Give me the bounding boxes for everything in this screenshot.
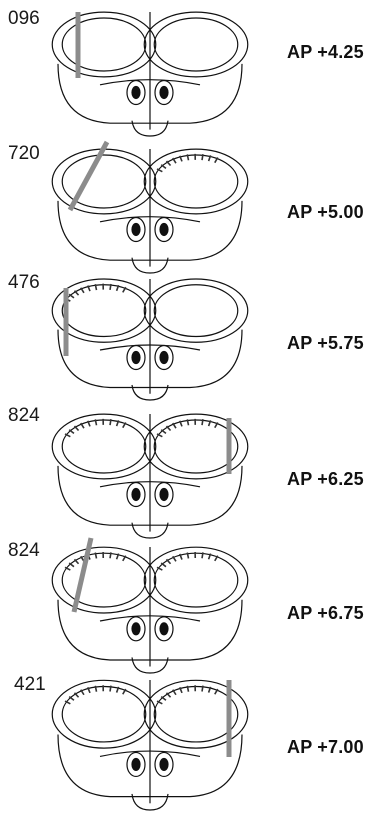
right-hemisphere-outline [144,12,248,77]
right-inner-contour [154,155,238,208]
right-inner-contour [154,686,238,741]
section-id-label: 720 [8,143,40,165]
brain-section [52,414,248,538]
left-nucleus [132,758,140,770]
left-nucleus [132,488,140,500]
left-inner-contour [62,285,146,337]
brain-section [52,279,248,400]
left-hemisphere-outline [52,149,156,214]
right-hemisphere-outline [144,279,248,342]
left-nucleus [132,623,140,635]
ap-coordinate-label: AP +4.25 [287,42,364,63]
lesion-hatch-stroke [110,419,111,425]
section-id-label: 421 [14,674,46,696]
lesion-hatch-stroke [110,686,111,692]
ap-coordinate-label: AP +5.75 [287,333,364,354]
right-nucleus [160,758,168,770]
left-nucleus [132,352,140,364]
right-nucleus [160,86,168,98]
right-inner-contour [154,285,238,337]
lesion-hatch-stroke [202,419,203,425]
ap-coordinate-label: AP +6.25 [287,469,364,490]
right-nucleus [160,488,168,500]
left-hemisphere-outline [52,12,156,77]
left-inner-contour [62,18,146,71]
electrode-track [74,538,91,612]
right-inner-contour [154,420,238,473]
brain-section [52,680,248,810]
right-inner-contour [154,553,238,607]
lesion-hatch-stroke [202,686,203,692]
lesion-hatch-stroke [110,552,111,558]
left-nucleus [132,86,140,98]
right-nucleus [160,623,168,635]
right-nucleus [160,352,168,364]
section-id-label: 824 [8,540,40,562]
lesion-hatch-stroke [202,154,203,160]
left-inner-contour [62,686,146,741]
right-nucleus [160,223,168,235]
brain-section [52,12,248,136]
section-id-label: 824 [8,405,40,427]
right-inner-contour [154,18,238,71]
lesion-hatch-stroke [110,284,111,290]
section-id-label: 096 [8,8,40,30]
lesion-hatch-stroke [202,552,203,558]
brain-section [52,547,248,673]
left-nucleus [132,223,140,235]
left-inner-contour [62,420,146,473]
electrode-track [70,142,107,210]
ap-coordinate-label: AP +5.00 [287,202,364,223]
brain-section [52,149,248,273]
ap-coordinate-label: AP +6.75 [287,603,364,624]
section-id-label: 476 [8,272,40,294]
ap-coordinate-label: AP +7.00 [287,737,364,758]
